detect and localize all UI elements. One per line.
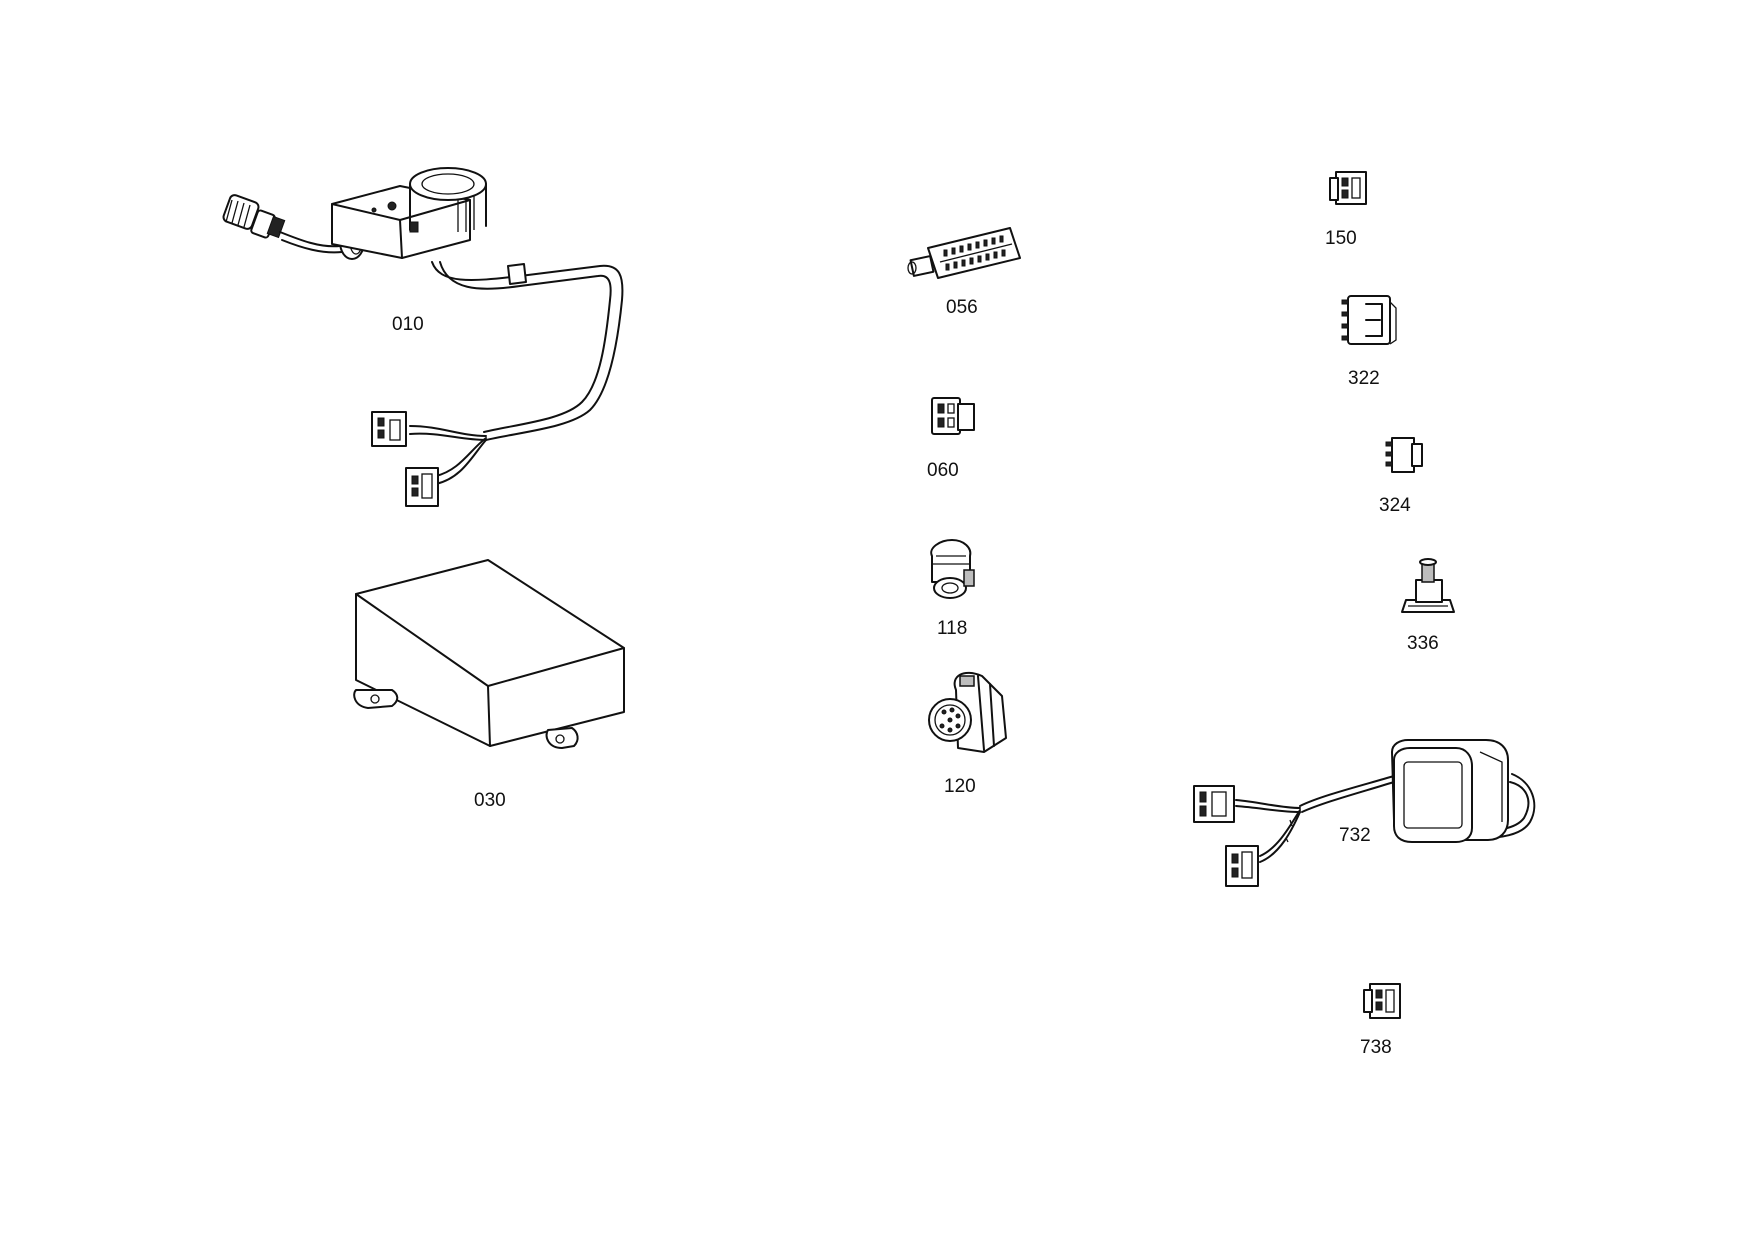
part-label-118: 118 xyxy=(937,618,968,639)
part-label-056: 056 xyxy=(946,297,978,318)
plug-icon xyxy=(405,467,439,507)
plug-icon xyxy=(1193,785,1235,823)
part-label-732: 732 xyxy=(1339,825,1371,846)
part-030-drawing xyxy=(353,559,625,749)
part-label-322: 322 xyxy=(1348,368,1380,389)
part-118-drawing xyxy=(930,539,975,599)
plug-icon xyxy=(1225,845,1259,887)
part-label-738: 738 xyxy=(1360,1037,1392,1058)
part-324-drawing xyxy=(1385,437,1423,473)
part-label-010: 010 xyxy=(392,314,424,335)
part-060-drawing xyxy=(931,397,975,435)
part-336-drawing xyxy=(1401,558,1455,613)
part-label-060: 060 xyxy=(927,460,959,481)
part-150-drawing xyxy=(1329,171,1367,205)
part-label-150: 150 xyxy=(1325,228,1357,249)
part-label-336: 336 xyxy=(1407,633,1439,654)
part-738-drawing xyxy=(1363,983,1401,1019)
part-322-drawing xyxy=(1341,295,1397,345)
part-732-drawing xyxy=(1193,739,1536,887)
sensor-head-icon xyxy=(222,194,286,239)
plug-icon xyxy=(371,411,407,447)
part-label-324: 324 xyxy=(1379,495,1411,516)
part-label-030: 030 xyxy=(474,790,506,811)
part-056-drawing xyxy=(907,227,1021,279)
part-010-drawing xyxy=(222,167,624,507)
part-label-120: 120 xyxy=(944,776,976,797)
part-120-drawing xyxy=(928,671,1007,753)
